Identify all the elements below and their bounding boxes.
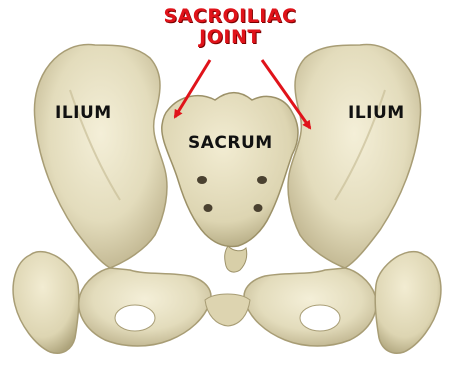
sacroiliac-joint-label: SACROILIAC JOINT bbox=[150, 6, 310, 48]
coccyx-bone bbox=[225, 246, 247, 272]
right-ilium-bone bbox=[288, 45, 421, 268]
left-femur bbox=[13, 252, 79, 354]
sacrum-label: SACRUM bbox=[188, 134, 273, 152]
left-ilium-bone bbox=[34, 45, 167, 268]
right-femur bbox=[375, 252, 441, 354]
sacroiliac-joint-label-line2: JOINT bbox=[150, 27, 310, 48]
sacroiliac-joint-label-line1: SACROILIAC bbox=[150, 6, 310, 27]
right-ilium-label: ILIUM bbox=[348, 104, 405, 122]
left-ilium-label: ILIUM bbox=[55, 104, 112, 122]
sacrum-bone bbox=[162, 93, 298, 247]
